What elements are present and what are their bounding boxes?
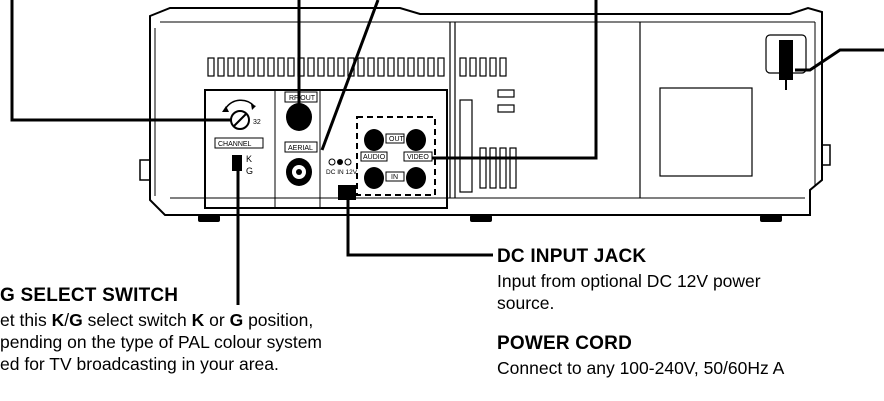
unit-body: [139, 6, 831, 216]
channel-number: 32: [253, 119, 261, 126]
kg-switch-title: G SELECT SWITCH: [0, 285, 179, 306]
video-label: VIDEO: [407, 154, 429, 161]
in-label: IN: [391, 174, 398, 181]
aerial-label: AERIAL: [288, 145, 313, 152]
rf-out-label: RF OUT: [289, 95, 316, 102]
power-cord-desc-line1: Connect to any 100-240V, 50/60Hz A: [497, 358, 785, 378]
vent-slots: [207, 57, 507, 77]
aerial-jack: [284, 141, 318, 186]
power-cord-title: POWER CORD: [497, 333, 632, 354]
dc-input-jack: [328, 158, 356, 200]
dc-input-title: DC INPUT JACK: [497, 246, 647, 267]
kg-switch-desc-line1: et this K/G select switch K or G positio…: [0, 310, 314, 330]
kg-switch-desc-line3: ed for TV broadcasting in your area.: [0, 354, 279, 374]
kg-switch-desc-line2: pending on the type of PAL colour system: [0, 332, 322, 352]
connector-panel: [204, 89, 448, 209]
switch-k-label: K: [246, 154, 252, 164]
switch-g-label: G: [246, 166, 253, 176]
rf-out-jack: [284, 91, 318, 131]
audio-label: AUDIO: [363, 154, 386, 161]
out-label: OUT: [389, 136, 405, 143]
dc-in-label: DC IN 12V: [326, 169, 358, 176]
channel-label: CHANNEL: [218, 141, 252, 148]
leader-lines: [10, 0, 884, 305]
dc-input-desc-line2: source.: [497, 293, 555, 313]
av-jacks: [356, 116, 436, 196]
right-section: [449, 22, 807, 198]
kg-switch: [232, 155, 242, 171]
dc-input-desc-line1: Input from optional DC 12V power: [497, 271, 761, 291]
power-cord: [779, 40, 793, 90]
unit-feet: [198, 215, 782, 222]
